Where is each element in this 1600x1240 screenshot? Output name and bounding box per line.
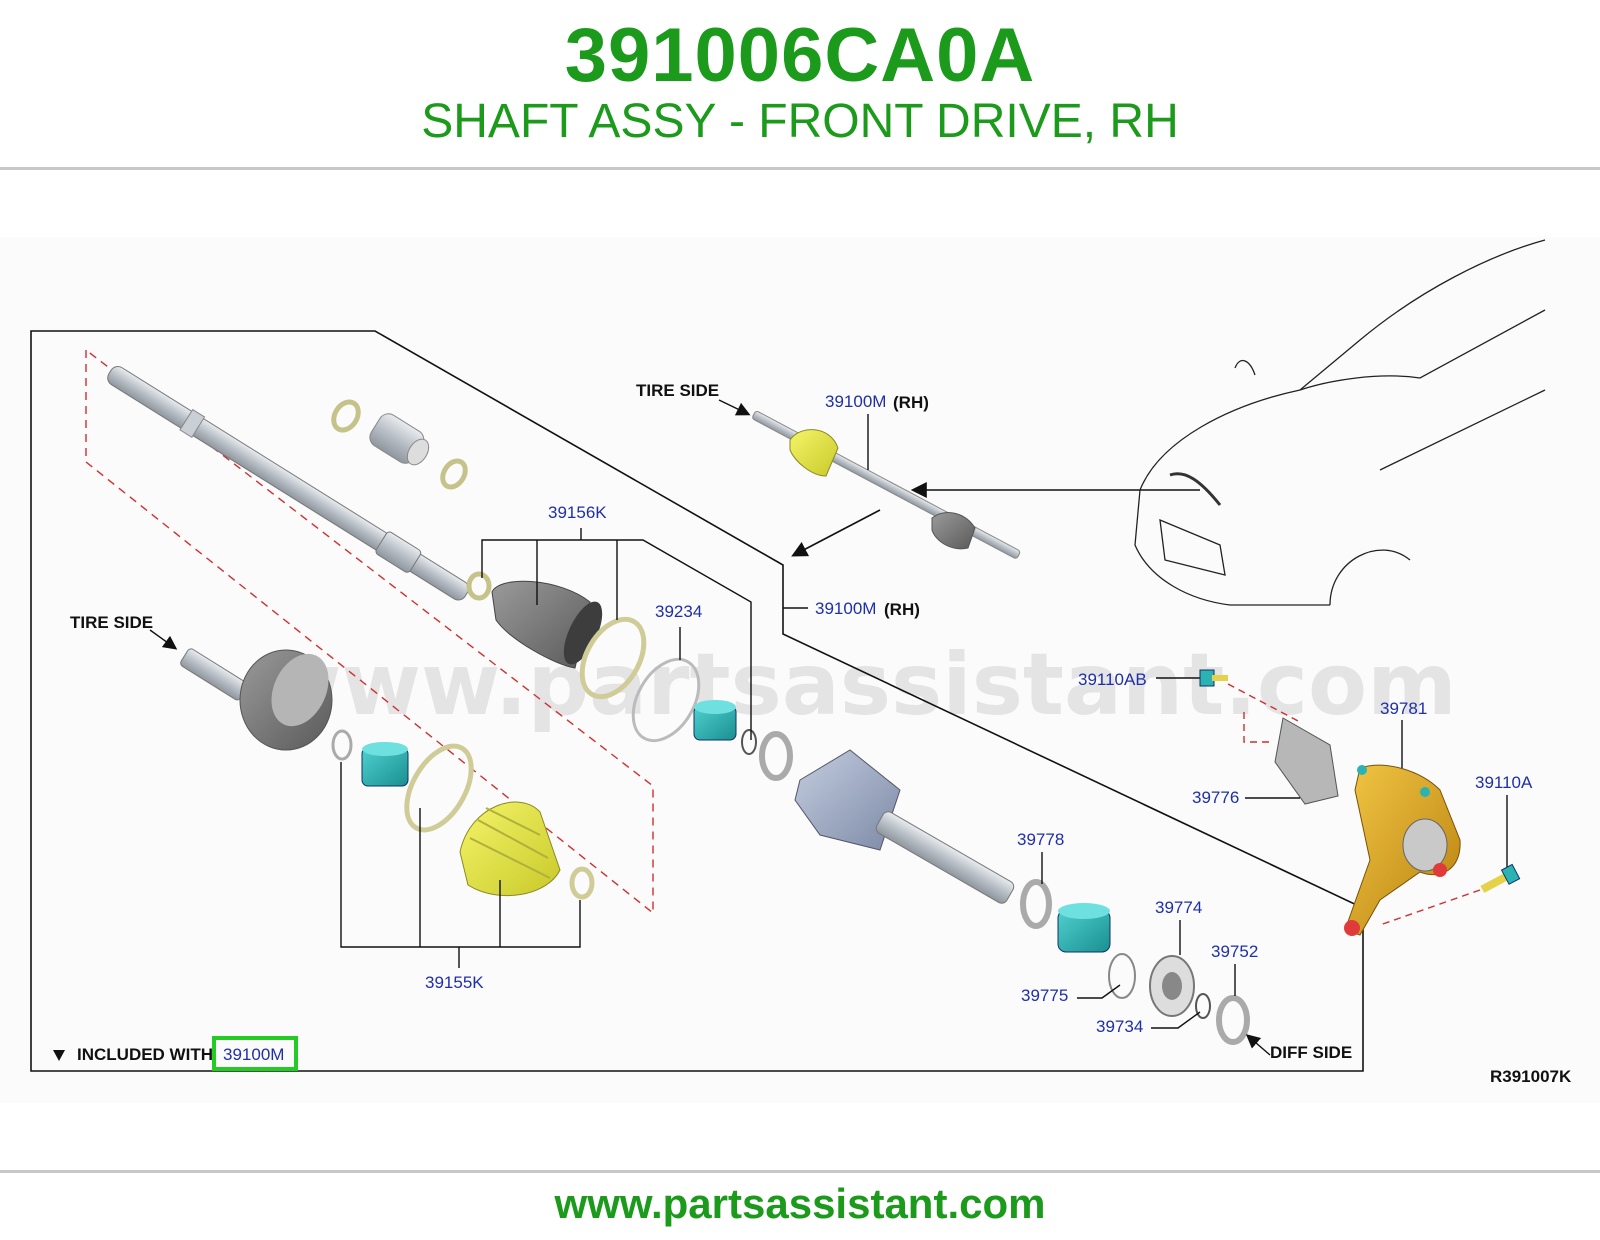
callout-39110A[interactable]: 39110A: [1475, 773, 1533, 792]
vehicle-outline: [1134, 239, 1546, 606]
bolt-guide-dashed: [1227, 683, 1301, 743]
outer-snap-ring: [331, 729, 353, 761]
bolt-guide-dashed-lower: [1379, 889, 1481, 926]
callout-39734[interactable]: 39734: [1096, 1017, 1143, 1036]
callout-39100M-mid[interactable]: 39100M: [815, 599, 876, 618]
drawing-reference: R391007K: [1490, 1067, 1572, 1086]
header-divider: [0, 167, 1600, 170]
knuckle-39781: [1344, 764, 1461, 936]
footer-website-link[interactable]: www.partsassistant.com: [554, 1180, 1046, 1227]
damper-teal-upper: [693, 700, 737, 741]
callout-39155K[interactable]: 39155K: [425, 973, 484, 992]
washer: [759, 731, 793, 781]
inner-joint-housing: [794, 749, 1015, 904]
callout-line-39734: [1151, 1011, 1201, 1029]
assembled-shaft-thumbnail: [752, 411, 1021, 559]
callout-line-39775: [1077, 984, 1121, 999]
watermark: www.partsassistant.com: [262, 635, 1457, 735]
triangle-marker-icon: [53, 1050, 65, 1061]
circlip: [741, 729, 757, 755]
part-description: SHAFT ASSY - FRONT DRIVE, RH: [421, 95, 1179, 148]
bracket-39776: [1274, 717, 1339, 805]
inner-boot-grey: [466, 571, 603, 669]
bearing-bore: [1162, 972, 1182, 1000]
arrow-to-exploded: [791, 509, 881, 557]
callout-39752[interactable]: 39752: [1211, 942, 1258, 961]
damper-teal-outer: [361, 742, 409, 787]
callout-39778[interactable]: 39778: [1017, 830, 1064, 849]
seal-39752: [1216, 995, 1250, 1045]
damper-set: [331, 399, 468, 490]
callout-39776[interactable]: 39776: [1192, 788, 1239, 807]
outer-joint: [180, 648, 333, 751]
washer-39778: [1020, 879, 1052, 929]
callout-lines-39155K: [340, 762, 581, 968]
circlip-39734: [1195, 993, 1211, 1019]
label-tire-side-left: TIRE SIDE: [70, 613, 153, 632]
arrow-tire-side-left: [149, 629, 178, 650]
callout-39100M-top[interactable]: 39100M: [825, 392, 886, 411]
label-diff-side: DIFF SIDE: [1270, 1043, 1352, 1062]
part-number-title: 391006CA0A: [564, 13, 1036, 98]
boot-band-large: [579, 616, 647, 700]
snap-ring-39234: [631, 657, 701, 743]
outer-boot-band-large: [404, 743, 474, 833]
callout-39234[interactable]: 39234: [655, 602, 702, 621]
label-tire-side-top: TIRE SIDE: [636, 381, 719, 400]
label-rh-mid: (RH): [884, 600, 920, 619]
label-rh-top: (RH): [893, 393, 929, 412]
outer-boot-yellow: [459, 801, 561, 897]
bolt-39110A: [1480, 863, 1521, 893]
damper-teal-lower: [1057, 903, 1111, 953]
snap-ring-39775: [1108, 953, 1136, 999]
callout-39110AB[interactable]: 39110AB: [1078, 670, 1147, 689]
drive-shaft: [107, 366, 469, 601]
callout-lines-39156K: [481, 528, 752, 740]
arrow-tire-side-top: [718, 399, 751, 416]
diagram-svg: www.partsassistant.com: [30, 239, 1572, 1086]
outer-boot-band-small: [569, 866, 595, 900]
subassembly-dashed-box: [85, 348, 654, 915]
label-included-with: INCLUDED WITH: [77, 1045, 213, 1064]
callout-39156K[interactable]: 39156K: [548, 503, 607, 522]
callout-39775[interactable]: 39775: [1021, 986, 1068, 1005]
callout-39781[interactable]: 39781: [1380, 699, 1427, 718]
callout-39774[interactable]: 39774: [1155, 898, 1202, 917]
parts-diagram: www.partsassistant.com: [0, 237, 1600, 1103]
footer-divider: [0, 1170, 1600, 1173]
header: 391006CA0A SHAFT ASSY - FRONT DRIVE, RH: [0, 0, 1600, 170]
arrow-diff-side: [1245, 1034, 1271, 1056]
bolt-39110AB: [1199, 669, 1228, 687]
included-part-link[interactable]: 39100M: [223, 1045, 284, 1064]
included-part-highlight: [212, 1036, 298, 1071]
